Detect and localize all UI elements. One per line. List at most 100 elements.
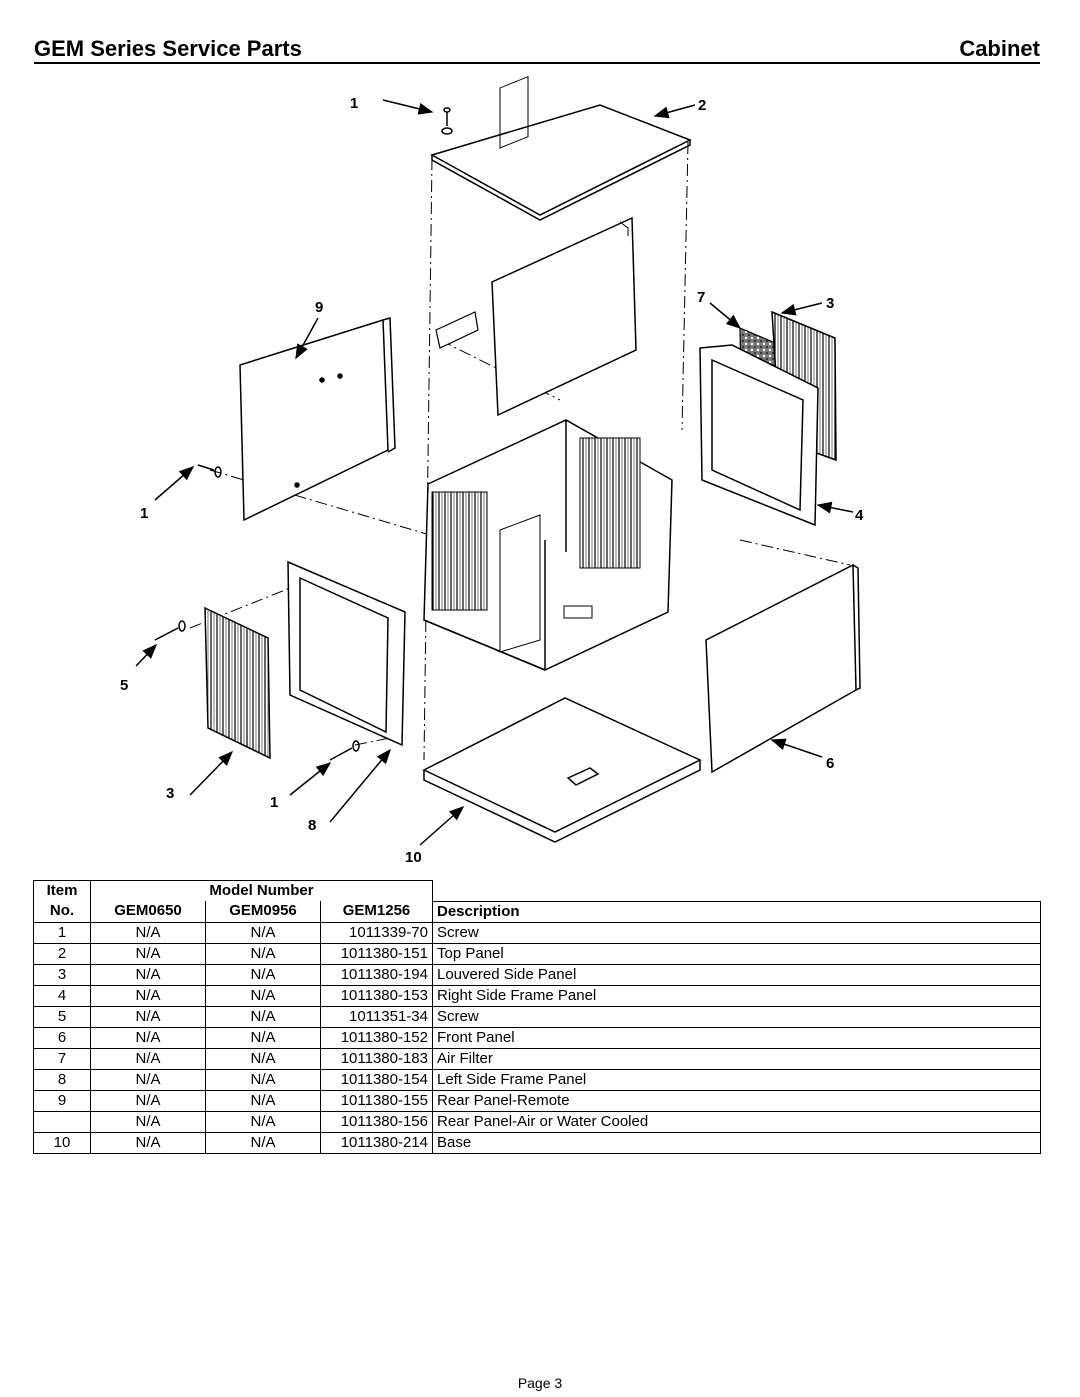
cell-gem1256: 1011351-34	[320, 1005, 433, 1028]
cell-gem0650: N/A	[90, 1089, 206, 1112]
callout-4: 4	[855, 507, 864, 524]
cell-item: 4	[33, 984, 91, 1007]
cell-gem0650: N/A	[90, 1068, 206, 1091]
cell-gem0650: N/A	[90, 1026, 206, 1049]
left-side-frame-panel	[287, 560, 406, 747]
cell-description: Rear Panel-Remote	[432, 1089, 1041, 1112]
section-title: Cabinet	[959, 36, 1040, 61]
cell-description: Left Side Frame Panel	[432, 1068, 1041, 1091]
cell-gem1256: 1011380-214	[320, 1131, 433, 1154]
cell-gem1256: 1011380-153	[320, 984, 433, 1007]
louvered-side-panel-left	[204, 606, 271, 760]
cell-item: 9	[33, 1089, 91, 1112]
cell-gem1256: 1011339-70	[320, 921, 433, 944]
top-panel	[430, 104, 692, 221]
cell-gem0956: N/A	[205, 1131, 321, 1154]
callout-arrows	[135, 99, 854, 846]
left-screw	[197, 464, 222, 478]
top-screw	[441, 107, 453, 135]
cell-description: Screw	[432, 1005, 1041, 1028]
callout-7: 7	[697, 289, 705, 306]
header-no: No.	[33, 901, 91, 923]
cell-description: Louvered Side Panel	[432, 963, 1041, 986]
cell-description: Front Panel	[432, 1026, 1041, 1049]
callout-1-top: 1	[350, 95, 358, 112]
cell-gem0650: N/A	[90, 1110, 206, 1133]
cell-gem1256: 1011380-183	[320, 1047, 433, 1070]
header-model-2: GEM0956	[205, 901, 321, 923]
cell-description: Air Filter	[432, 1047, 1041, 1070]
header-model-1: GEM0650	[90, 901, 206, 923]
table-header-row-1: Item Model Number	[33, 880, 1041, 901]
cell-gem0956: N/A	[205, 984, 321, 1007]
screw-bottom	[329, 740, 360, 761]
base-panel	[422, 697, 702, 843]
page-title: GEM Series Service Parts	[34, 36, 302, 61]
callout-5: 5	[120, 677, 128, 694]
cell-gem0650: N/A	[90, 921, 206, 944]
cell-gem0650: N/A	[90, 1131, 206, 1154]
cell-gem1256: 1011380-156	[320, 1110, 433, 1133]
cell-gem0956: N/A	[205, 1005, 321, 1028]
callout-1-bottom: 1	[270, 794, 278, 811]
cell-gem1256: 1011380-155	[320, 1089, 433, 1112]
cell-item: 7	[33, 1047, 91, 1070]
cell-gem1256: 1011380-194	[320, 963, 433, 986]
callout-6: 6	[826, 755, 834, 772]
cabinet-frame	[423, 419, 673, 671]
exploded-cabinet-diagram: 1 2 9 7 3 1 4 5 6 3 1 8 10	[120, 75, 864, 866]
cell-item: 10	[33, 1131, 91, 1154]
cell-description: Rear Panel-Air or Water Cooled	[432, 1110, 1041, 1133]
screw-item-5	[154, 620, 186, 641]
front-panel	[705, 563, 861, 774]
cell-gem0956: N/A	[205, 921, 321, 944]
callout-2: 2	[698, 97, 706, 114]
right-side-frame-panel	[699, 344, 819, 527]
callout-9: 9	[315, 299, 323, 316]
cell-item: 6	[33, 1026, 91, 1049]
cell-gem0650: N/A	[90, 984, 206, 1007]
callout-8: 8	[308, 817, 316, 834]
cell-gem1256: 1011380-151	[320, 942, 433, 965]
callout-10: 10	[405, 849, 422, 866]
cell-item: 8	[33, 1068, 91, 1091]
header-model-number: Model Number	[90, 880, 433, 901]
cell-description: Screw	[432, 921, 1041, 944]
cell-gem1256: 1011380-154	[320, 1068, 433, 1091]
header-model-3: GEM1256	[320, 901, 433, 923]
cell-gem0956: N/A	[205, 1026, 321, 1049]
table-header-row-2: No. GEM0650 GEM0956 GEM1256 Description	[33, 900, 1041, 923]
cell-gem0956: N/A	[205, 1110, 321, 1133]
cell-item: 1	[33, 921, 91, 944]
cell-gem0956: N/A	[205, 963, 321, 986]
cell-item: 5	[33, 1005, 91, 1028]
rear-panel-center	[435, 75, 637, 417]
cell-gem0650: N/A	[90, 963, 206, 986]
header-description: Description	[432, 900, 1041, 923]
cell-gem0956: N/A	[205, 1047, 321, 1070]
cell-description: Top Panel	[432, 942, 1041, 965]
page-number: Page 3	[517, 1375, 563, 1391]
cell-item	[33, 1110, 91, 1133]
cell-gem0650: N/A	[90, 1047, 206, 1070]
parts-table: Item Model Number No. GEM0650 GEM0956 GE…	[33, 880, 1041, 1154]
callout-3-right: 3	[826, 295, 834, 312]
cell-gem0956: N/A	[205, 1068, 321, 1091]
cell-description: Right Side Frame Panel	[432, 984, 1041, 1007]
cell-gem1256: 1011380-152	[320, 1026, 433, 1049]
cell-description: Base	[432, 1131, 1041, 1154]
cell-gem0956: N/A	[205, 942, 321, 965]
cell-gem0650: N/A	[90, 942, 206, 965]
cell-item: 2	[33, 942, 91, 965]
rear-panel-left	[239, 317, 396, 522]
